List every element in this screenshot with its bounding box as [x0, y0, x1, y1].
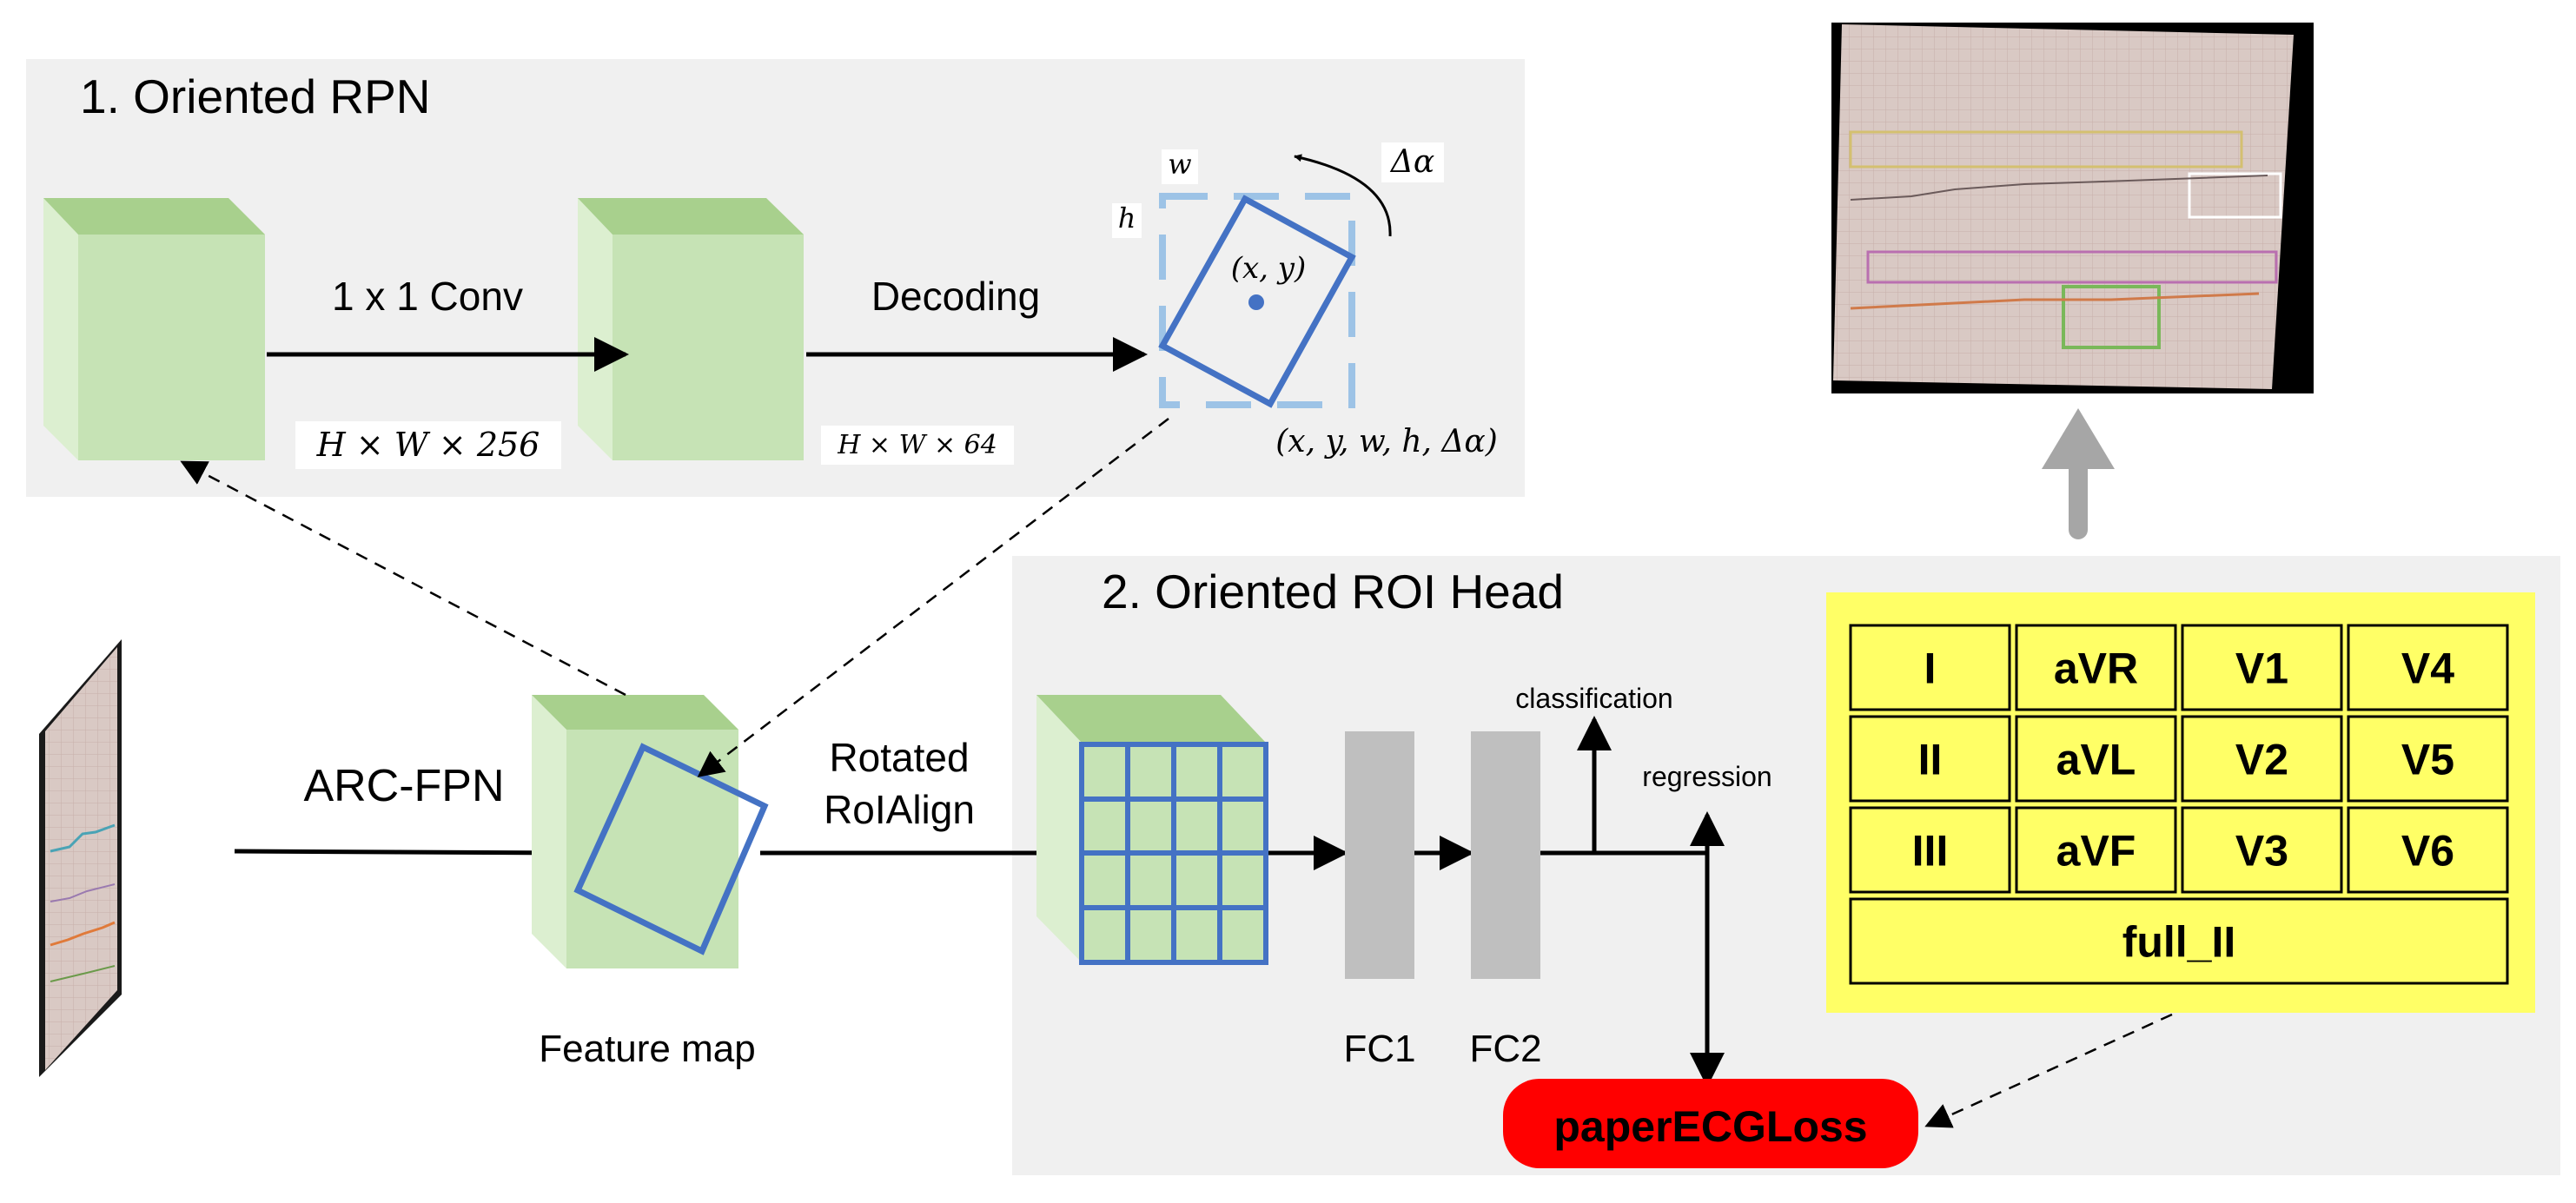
center-label: (x, y): [1231, 251, 1307, 286]
lead-cell: [2015, 624, 2177, 711]
lead-cell: [2347, 624, 2509, 711]
rotation-arrow: [1294, 154, 1392, 237]
lead-cell: [2015, 806, 2177, 894]
shape2-text: H × W × 64: [837, 430, 997, 460]
regression-label: regression: [1642, 761, 1771, 792]
lead-cell-full: [1849, 897, 2509, 985]
tuple-label: (x, y, w, h, Δα): [1275, 424, 1498, 459]
legend-to-loss-dashed-arrow: [1924, 1013, 2173, 1128]
lead-label: aVR: [2054, 644, 2138, 693]
lead-cell: [1849, 806, 2011, 894]
feature-map-label: Feature map: [539, 1028, 755, 1070]
lead-label: I: [1924, 644, 1937, 693]
lead-label: V1: [2235, 644, 2288, 693]
arc-fpn-arrow: [234, 835, 573, 870]
lead-cell: [1849, 715, 2011, 803]
feature-to-rpn-dashed-arrow: [180, 460, 626, 697]
rotated-box: [1158, 195, 1356, 408]
lead-label: III: [1912, 827, 1949, 876]
rpn-cube-1: [43, 198, 265, 460]
roialign-label: RoIAlign: [824, 787, 975, 832]
conv-label: 1 x 1 Conv: [332, 274, 523, 319]
h-label: h: [1118, 202, 1136, 235]
w-label: w: [1168, 148, 1191, 181]
arc-fpn-label: ARC-FPN: [303, 761, 504, 811]
roi-head-title: 2. Oriented ROI Head: [1102, 565, 1564, 618]
shape1-text: H × W × 256: [316, 426, 540, 464]
loss-pill: [1503, 1079, 1918, 1168]
center-point: [1248, 294, 1264, 310]
output-up-arrow-head: [2042, 408, 2115, 469]
shape-label-2: H × W × 64: [821, 426, 1014, 465]
lead-label: V2: [2235, 736, 2288, 784]
output-ecg-image: [1831, 23, 2314, 393]
feature-map-cube: [532, 695, 769, 968]
lead-label: V6: [2401, 827, 2454, 876]
lead-cell: [2181, 806, 2343, 894]
lead-label: V4: [2401, 644, 2454, 693]
fc1-label: FC1: [1343, 1028, 1415, 1070]
fc2-label: FC2: [1469, 1028, 1541, 1070]
roi-grid: [1079, 742, 1268, 965]
lead-label: aVF: [2056, 827, 2136, 876]
input-ecg-image: [39, 639, 122, 1077]
lead-cell: [2015, 715, 2177, 803]
lead-cell: [2181, 715, 2343, 803]
lead-label: V3: [2235, 827, 2288, 876]
lead-cell: [2347, 715, 2509, 803]
roi-feature-cube: [1036, 695, 1268, 965]
oriented-box-illustration: w h Δα (x, y) (x, y, w, h, Δα): [1112, 142, 1498, 459]
rpn-title: 1. Oriented RPN: [80, 69, 431, 123]
lead-label: II: [1918, 736, 1943, 784]
fc1-block: [1345, 731, 1414, 979]
rpn-cube-2: [578, 198, 804, 460]
delta-alpha-label: Δα: [1389, 144, 1434, 180]
lead-label: aVL: [2056, 736, 2136, 784]
lead-label: V5: [2401, 736, 2454, 784]
rotated-label: Rotated: [829, 735, 969, 780]
fc2-block: [1471, 731, 1540, 979]
feature-map-rotated-box: [573, 743, 769, 955]
lead-label-full: full_II: [2122, 918, 2236, 967]
decoding-label: Decoding: [871, 274, 1040, 319]
lead-cell: [2181, 624, 2343, 711]
lead-cell: [2347, 806, 2509, 894]
classification-label: classification: [1515, 683, 1672, 714]
lead-cell: [1849, 624, 2011, 711]
loss-label: paperECGLoss: [1553, 1102, 1867, 1151]
shape-label-1: H × W × 256: [295, 421, 561, 469]
anchor-box-dashed: [1159, 193, 1355, 408]
proposals-to-feature-dashed-arrow: [697, 418, 1169, 777]
